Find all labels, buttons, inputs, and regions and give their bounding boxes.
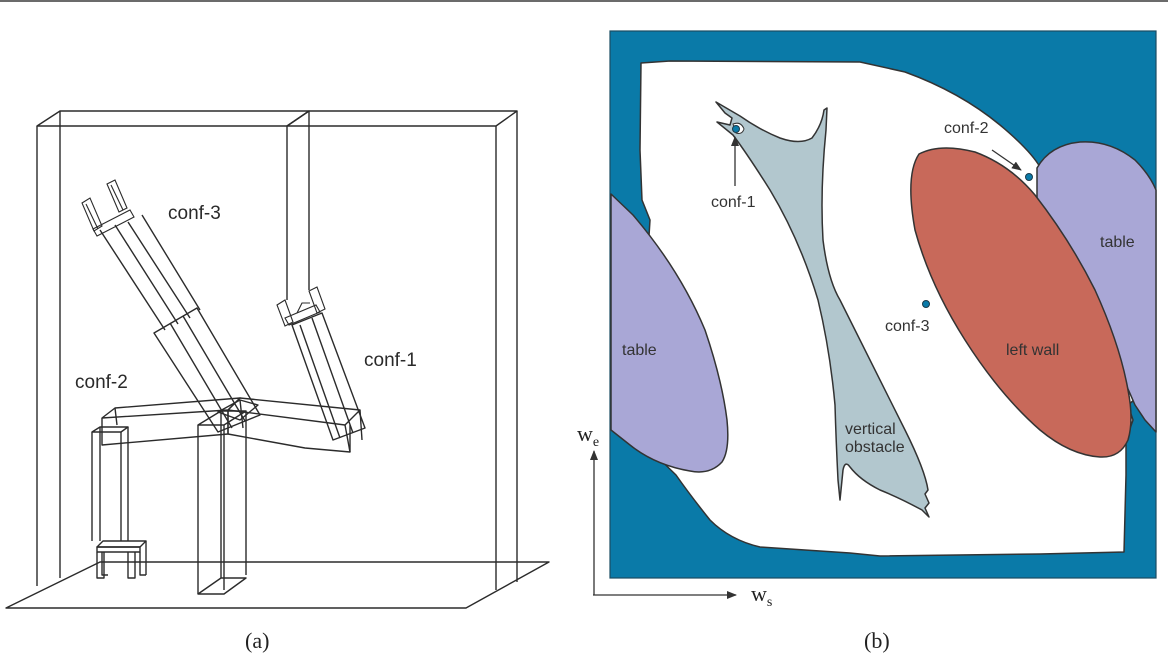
robot-pedestal [197, 410, 247, 595]
robot-arm-conf-1 [227, 286, 366, 453]
caption-a: (a) [245, 628, 269, 653]
label-vertical-obstacle-line1: vertical [845, 421, 896, 438]
label-vertical-obstacle-line2: obstacle [845, 439, 905, 456]
label-conf-1: conf-1 [364, 350, 417, 371]
label-point-conf-1: conf-1 [711, 194, 756, 211]
label-conf-2: conf-2 [75, 372, 128, 393]
label-point-conf-2: conf-2 [944, 120, 989, 137]
left-wall-region [910, 147, 1132, 458]
label-left-wall: left wall [1006, 342, 1059, 359]
label-point-conf-3: conf-3 [885, 318, 930, 335]
robot-arm-conf-2 [91, 397, 241, 541]
label-table-right: table [1100, 234, 1135, 251]
floor-plane [5, 561, 550, 609]
arrow-conf-2 [991, 149, 1022, 171]
top-border [0, 0, 1168, 2]
caption-b: (b) [864, 628, 890, 653]
left-wall-slab [36, 110, 310, 586]
point-conf-2 [1025, 173, 1033, 181]
right-wall-slab [286, 110, 518, 590]
vertical-obstacle-region [715, 101, 930, 518]
table-stool [96, 540, 147, 579]
table-left-region [610, 193, 729, 473]
point-conf-1 [732, 125, 740, 133]
panel-b: conf-1 conf-2 conf-3 table table left wa… [577, 30, 1157, 653]
panel-a: conf-3 conf-1 conf-2 (a) [5, 110, 550, 653]
robot-arm-conf-3 [81, 179, 261, 434]
point-conf-3 [922, 300, 930, 308]
label-table-left: table [622, 342, 657, 359]
y-axis-label: we [577, 421, 599, 450]
label-conf-3: conf-3 [168, 203, 221, 224]
x-axis-label: ws [751, 581, 772, 610]
